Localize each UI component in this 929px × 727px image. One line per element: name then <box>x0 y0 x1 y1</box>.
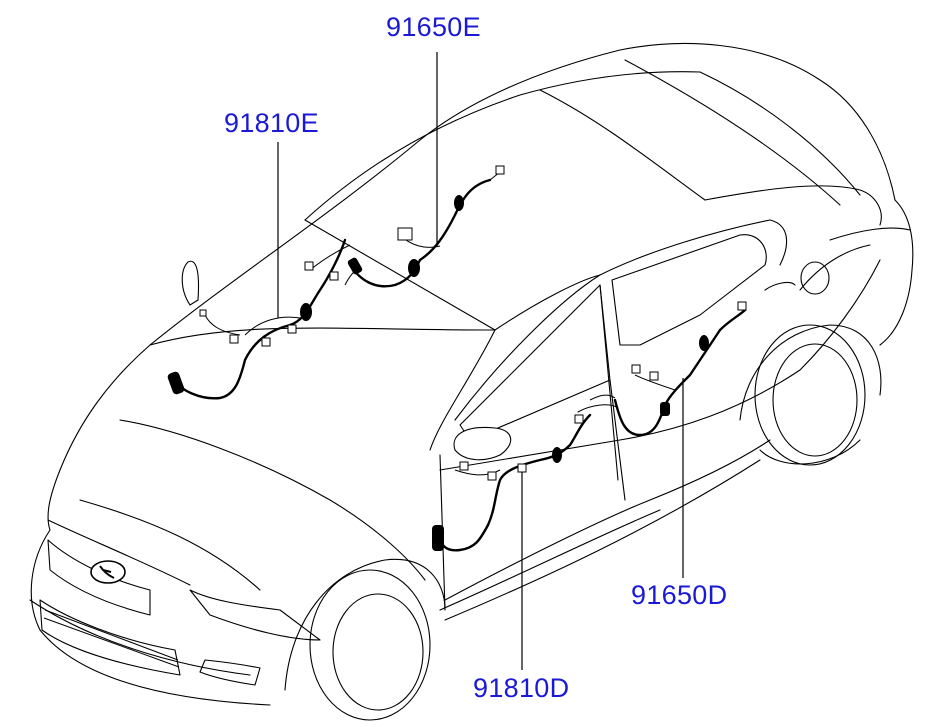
rear-door-harness <box>613 301 747 437</box>
front-roof-harness <box>167 238 361 400</box>
callout-91810D[interactable]: 91810D <box>473 673 570 703</box>
hyundai-emblem-icon <box>90 560 126 584</box>
callout-91810E[interactable]: 91810E <box>224 108 319 138</box>
callout-91650D[interactable]: 91650D <box>631 580 728 610</box>
car-body <box>29 43 914 721</box>
callout-91650E[interactable]: 91650E <box>386 12 481 42</box>
front-door-harness <box>432 394 616 552</box>
rear-roof-harness <box>347 165 505 288</box>
